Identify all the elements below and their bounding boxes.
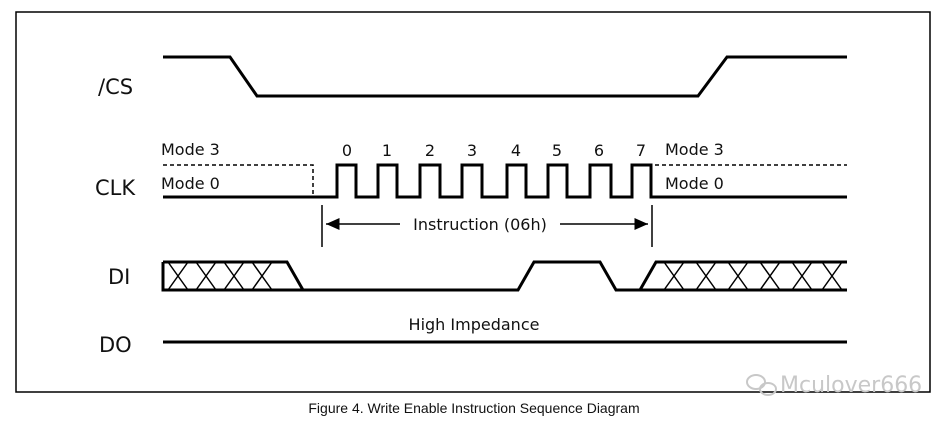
clk-bit-labels: 0 1 2 3 4 5 6 7 [342, 141, 646, 160]
clk-bit-label: 2 [425, 141, 435, 160]
clk-waveform [163, 163, 847, 199]
chat-bubble-icon [746, 374, 777, 396]
clk-bit-label: 5 [552, 141, 562, 160]
cs-waveform [163, 55, 847, 98]
watermark: Mculover666 [746, 373, 922, 398]
clk-bit-label: 4 [511, 141, 521, 160]
instruction-label: Instruction (06h) [413, 215, 547, 234]
mode3-left-label: Mode 3 [161, 140, 220, 159]
mode0-left-label: Mode 0 [161, 174, 220, 193]
mode3-right-label: Mode 3 [665, 140, 724, 159]
clk-bit-label: 7 [636, 141, 646, 160]
diagram-frame [15, 11, 931, 393]
di-dont-care-left [167, 261, 273, 291]
di-waveform [161, 260, 847, 292]
do-label: DO [99, 333, 132, 357]
clk-bit-label: 6 [594, 141, 604, 160]
di-label: DI [108, 265, 130, 289]
clk-label: CLK [95, 176, 136, 200]
cs-label: /CS [98, 75, 133, 99]
mode0-right-label: Mode 0 [665, 174, 724, 193]
clk-bit-label: 0 [342, 141, 352, 160]
clk-bit-label: 3 [467, 141, 477, 160]
di-dont-care-right [663, 261, 843, 291]
do-high-impedance-label: High Impedance [409, 315, 540, 334]
clk-mode3-left-dashed [163, 164, 314, 197]
clk-bit-label: 1 [382, 141, 392, 160]
watermark-text: Mculover666 [780, 373, 922, 398]
figure-caption: Figure 4. Write Enable Instruction Seque… [308, 400, 639, 416]
